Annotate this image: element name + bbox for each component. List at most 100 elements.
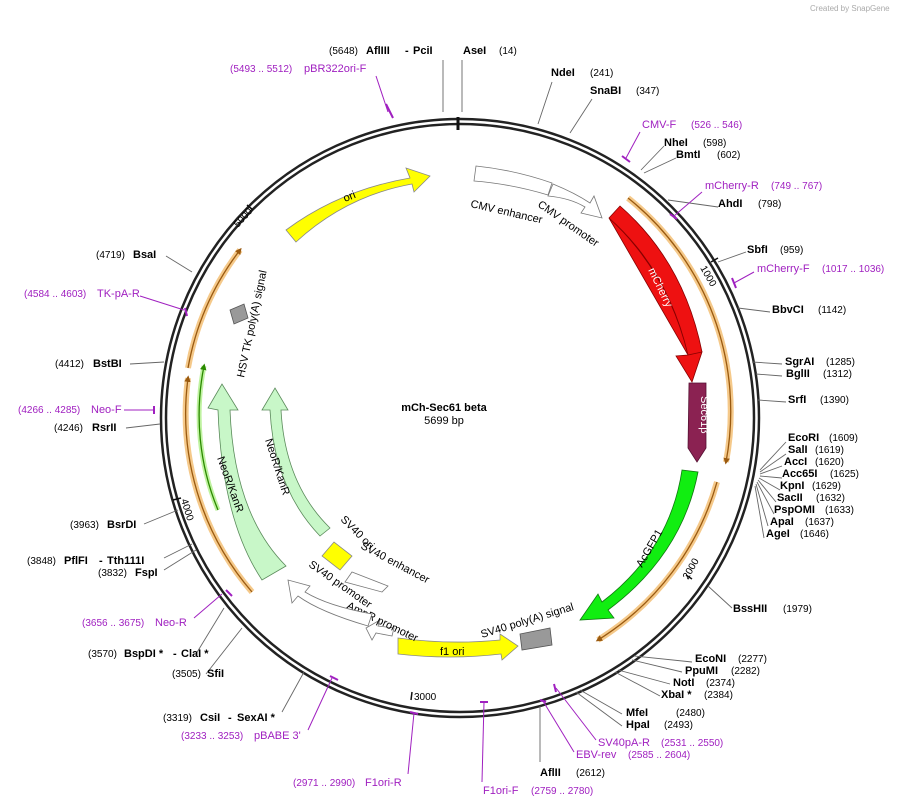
site-name[interactable]: EcoNI [695, 653, 726, 665]
acgfp1-feature[interactable] [579, 469, 699, 621]
site-name[interactable]: AccI [784, 456, 807, 468]
site-pos: (1390) [820, 395, 849, 406]
neor-kanr-outer-feature[interactable] [207, 383, 287, 581]
cmv-enhancer-feature[interactable] [473, 165, 553, 196]
site-name[interactable]: BstBI [93, 358, 122, 370]
site-name[interactable]: BsrDI [107, 519, 136, 531]
site-name[interactable]: NdeI [551, 67, 575, 79]
site-name[interactable]: BglII [786, 368, 810, 380]
f1-ori-feature[interactable] [397, 633, 519, 661]
site-pos: (5648) [329, 46, 358, 57]
site-name[interactable]: HpaI [626, 719, 650, 731]
ori-feature[interactable] [285, 167, 431, 243]
primer-name[interactable]: mCherry-F [757, 263, 810, 275]
site-leader-lines [125, 60, 787, 762]
site-name[interactable]: XbaI * [661, 689, 692, 701]
site-name[interactable]: PciI [413, 45, 433, 57]
primer-name[interactable]: TK-pA-R [97, 288, 140, 300]
site-pos: (2384) [704, 690, 733, 701]
primer-name[interactable]: CMV-F [642, 119, 677, 131]
site-pos: (241) [590, 68, 613, 79]
site-pos: (4412) [55, 359, 84, 370]
primer-range: (526 .. 546) [691, 120, 742, 131]
cmv-promoter-feature[interactable] [547, 183, 603, 219]
site-name[interactable]: BsaI [133, 249, 156, 261]
site-pos: (1620) [815, 457, 844, 468]
site-name[interactable]: BbvCI [772, 304, 804, 316]
mcherry-feature[interactable] [608, 205, 703, 383]
site-pos: (959) [780, 245, 803, 256]
primer-name[interactable]: SV40pA-R [598, 737, 650, 749]
site-name[interactable]: PflFI [64, 555, 88, 567]
hsv-tk-polya-feature[interactable] [229, 303, 249, 325]
site-name[interactable]: CsiI [200, 712, 220, 724]
site-pos: (798) [758, 199, 781, 210]
site-name[interactable]: SfiI [207, 668, 224, 680]
f1-ori-label: f1 ori [440, 646, 464, 658]
site-name[interactable]: BspDI * [124, 648, 164, 660]
site-name[interactable]: PspOMI [774, 504, 815, 516]
site-name[interactable]: RsrII [92, 422, 116, 434]
primer-range: (4266 .. 4285) [18, 405, 80, 416]
site-pos: (3570) [88, 649, 117, 660]
site-pos: (1637) [805, 517, 834, 528]
site-pos: (1632) [816, 493, 845, 504]
sv40-enhancer-feature[interactable] [344, 571, 389, 593]
site-name[interactable]: KpnI [780, 480, 804, 492]
primer-name[interactable]: F1ori-F [483, 785, 519, 797]
sec61b-feature[interactable] [687, 382, 707, 463]
site-name[interactable]: Acc65I [782, 468, 817, 480]
primer-name[interactable]: Neo-R [155, 617, 187, 629]
neor-kanr-inner-feature[interactable] [261, 387, 331, 537]
orf-arcs [182, 195, 734, 643]
ori-label: ori [342, 189, 358, 205]
site-pos: (3963) [70, 520, 99, 531]
sv40-polya-feature[interactable] [519, 627, 553, 651]
site-name[interactable]: MfeI [626, 707, 648, 719]
site-pos: (3848) [27, 556, 56, 567]
site-pos: (1979) [783, 604, 812, 615]
site-name[interactable]: PpuMI [685, 665, 718, 677]
site-name[interactable]: SnaBI [590, 85, 621, 97]
site-name[interactable]: AgeI [766, 528, 790, 540]
primer-labels: (5493 .. 5512) pBR322ori-F CMV-F (526 ..… [18, 63, 884, 797]
site-name[interactable]: ClaI * [181, 648, 209, 660]
primer-name[interactable]: Neo-F [91, 404, 122, 416]
primer-name[interactable]: pBABE 3' [254, 730, 301, 742]
site-name[interactable]: SacII [777, 492, 803, 504]
sv40-ori-feature[interactable] [321, 541, 353, 571]
site-name[interactable]: SbfI [747, 244, 768, 256]
site-name[interactable]: BmtI [676, 149, 700, 161]
site-name[interactable]: FspI [135, 567, 158, 579]
primer-name[interactable]: mCherry-R [705, 180, 759, 192]
site-name[interactable]: SrfI [788, 394, 806, 406]
svg-text:-: - [228, 712, 232, 724]
site-name[interactable]: SalI [788, 444, 808, 456]
site-pos: (602) [717, 150, 740, 161]
site-pos: (1625) [830, 469, 859, 480]
site-name[interactable]: AseI [463, 45, 486, 57]
site-name[interactable]: AhdI [718, 198, 742, 210]
site-name[interactable]: SgrAI [785, 356, 814, 368]
site-name[interactable]: NotI [673, 677, 694, 689]
site-name[interactable]: Tth111I [107, 555, 144, 567]
site-name[interactable]: SexAI * [237, 712, 276, 724]
ruler-tick [710, 257, 719, 263]
site-name[interactable]: EcoRI [788, 432, 819, 444]
primer-name[interactable]: F1ori-R [365, 777, 402, 789]
site-name[interactable]: AflII [540, 767, 561, 779]
primer-name[interactable]: EBV-rev [576, 749, 617, 761]
site-labels: (5648) AflIII - PciI AseI (14) NdeI (241… [27, 45, 859, 779]
site-name[interactable]: ApaI [770, 516, 794, 528]
site-name[interactable]: AflIII [366, 45, 390, 57]
hsv-tk-polya-label: HSV TK poly(A) signal [235, 269, 269, 378]
site-name[interactable]: NheI [664, 137, 688, 149]
sv40-promoter-feature[interactable] [287, 579, 373, 627]
primer-range: (5493 .. 5512) [230, 64, 292, 75]
ruler-tick [410, 691, 413, 701]
ampr-promoter-feature[interactable] [365, 619, 395, 641]
primer-name[interactable]: pBR322ori-F [304, 63, 367, 75]
backbone-inner [164, 122, 756, 714]
site-name[interactable]: BssHII [733, 603, 767, 615]
